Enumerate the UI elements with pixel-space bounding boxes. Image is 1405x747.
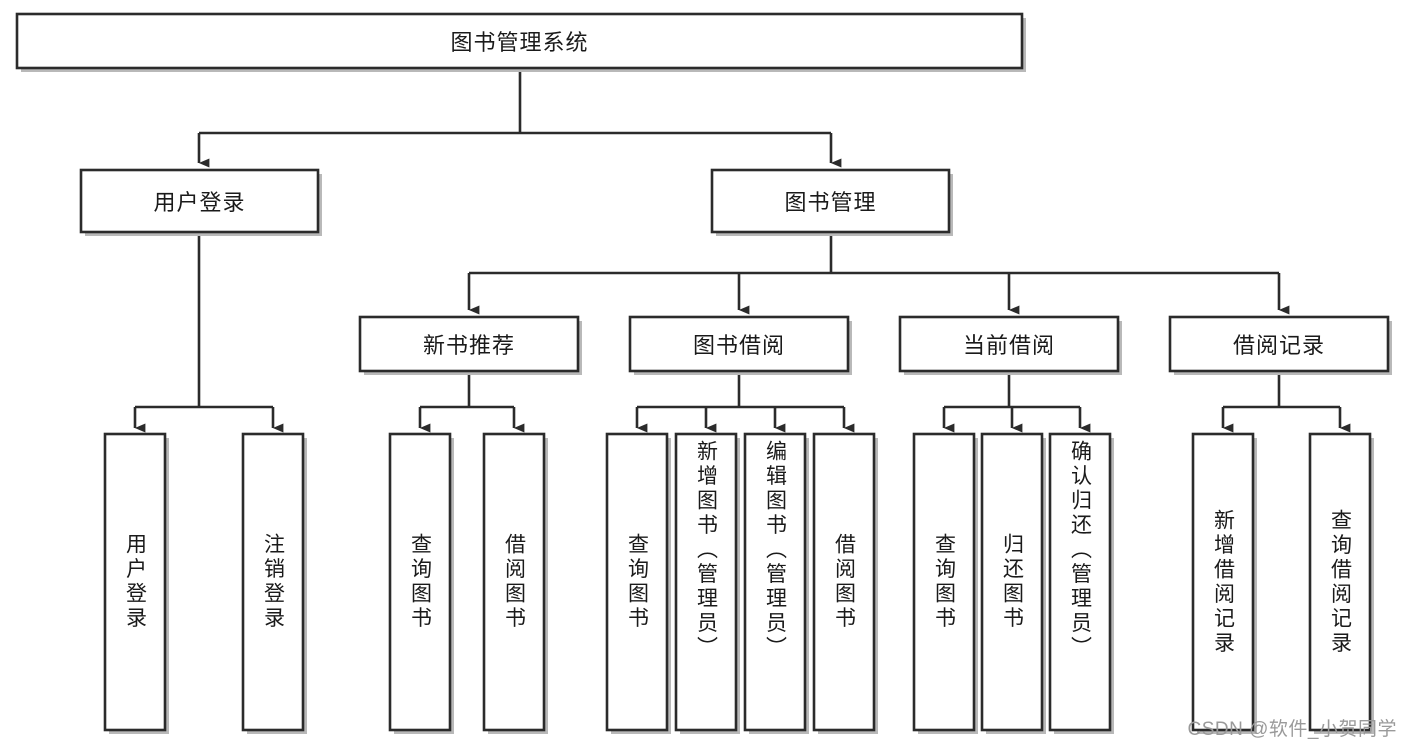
- leaf-box-book-borrow-0[interactable]: [605, 432, 669, 732]
- leaf-box-borrow-record-0[interactable]: [1191, 432, 1255, 732]
- level2-node-box-current-borrow[interactable]: [898, 315, 1120, 373]
- leaf-box-user-login-1[interactable]: [241, 432, 305, 732]
- leaf-box-book-borrow-2[interactable]: [743, 432, 807, 732]
- leaf-box-new-book-1[interactable]: [482, 432, 546, 732]
- leaf-box-book-borrow-1[interactable]: [674, 432, 738, 732]
- leaf-box-borrow-record-1[interactable]: [1308, 432, 1372, 732]
- root-node-box[interactable]: [15, 12, 1024, 70]
- watermark-text: CSDN @软件_小贺同学: [1187, 719, 1397, 740]
- connector-group: [133, 68, 1351, 433]
- level2-node-box-borrow-record[interactable]: [1168, 315, 1390, 373]
- leaf-box-new-book-0[interactable]: [388, 432, 452, 732]
- leaf-box-current-borrow-2[interactable]: [1048, 432, 1112, 732]
- leaf-box-current-borrow-0[interactable]: [912, 432, 976, 732]
- leaf-box-current-borrow-1[interactable]: [980, 432, 1044, 732]
- leaf-box-user-login-0[interactable]: [103, 432, 167, 732]
- node-boxes: [15, 12, 1392, 734]
- level2-node-box-book-borrow[interactable]: [628, 315, 850, 373]
- level1-node-box-book-management[interactable]: [710, 168, 951, 234]
- leaf-box-book-borrow-3[interactable]: [812, 432, 876, 732]
- level2-node-box-new-book-recommend[interactable]: [358, 315, 580, 373]
- level1-node-box-user-login[interactable]: [79, 168, 320, 234]
